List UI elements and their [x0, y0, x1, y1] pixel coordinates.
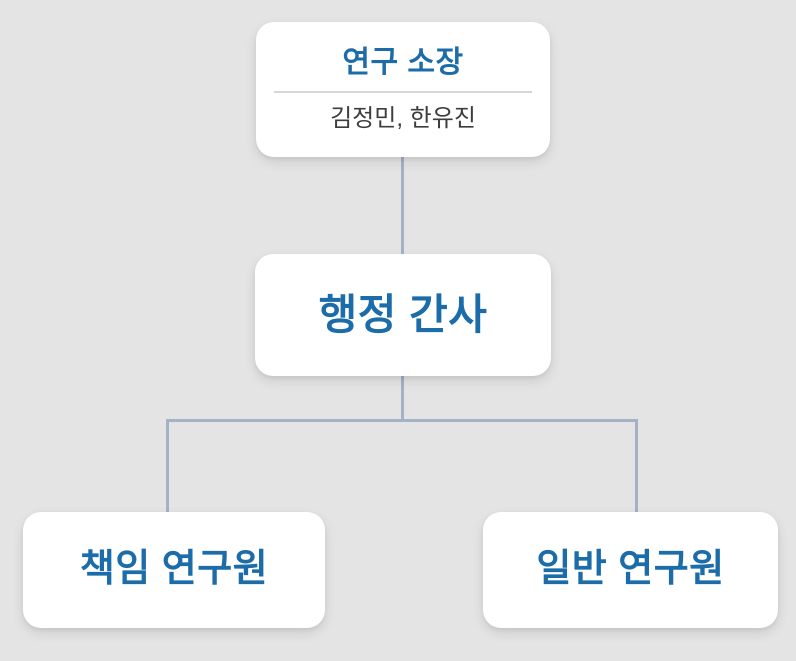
admin-secretary-title: 행정 간사 [318, 290, 488, 338]
senior-researcher-title: 책임 연구원 [79, 548, 269, 591]
connector-root-to-admin [401, 157, 404, 254]
org-node-admin-secretary: 행정 간사 [255, 254, 551, 376]
connector-drop-left [166, 419, 169, 512]
connector-branch-horizontal [166, 419, 638, 422]
org-node-research-director: 연구 소장 김정민, 한유진 [256, 22, 550, 157]
connector-admin-stub [401, 376, 404, 421]
title-divider [274, 91, 532, 94]
research-director-title: 연구 소장 [342, 46, 464, 80]
research-director-members: 김정민, 한유진 [330, 105, 476, 133]
general-researcher-title: 일반 연구원 [536, 548, 725, 591]
org-node-general-researcher: 일반 연구원 [483, 512, 778, 628]
connector-drop-right [635, 419, 638, 512]
org-node-senior-researcher: 책임 연구원 [23, 512, 325, 628]
